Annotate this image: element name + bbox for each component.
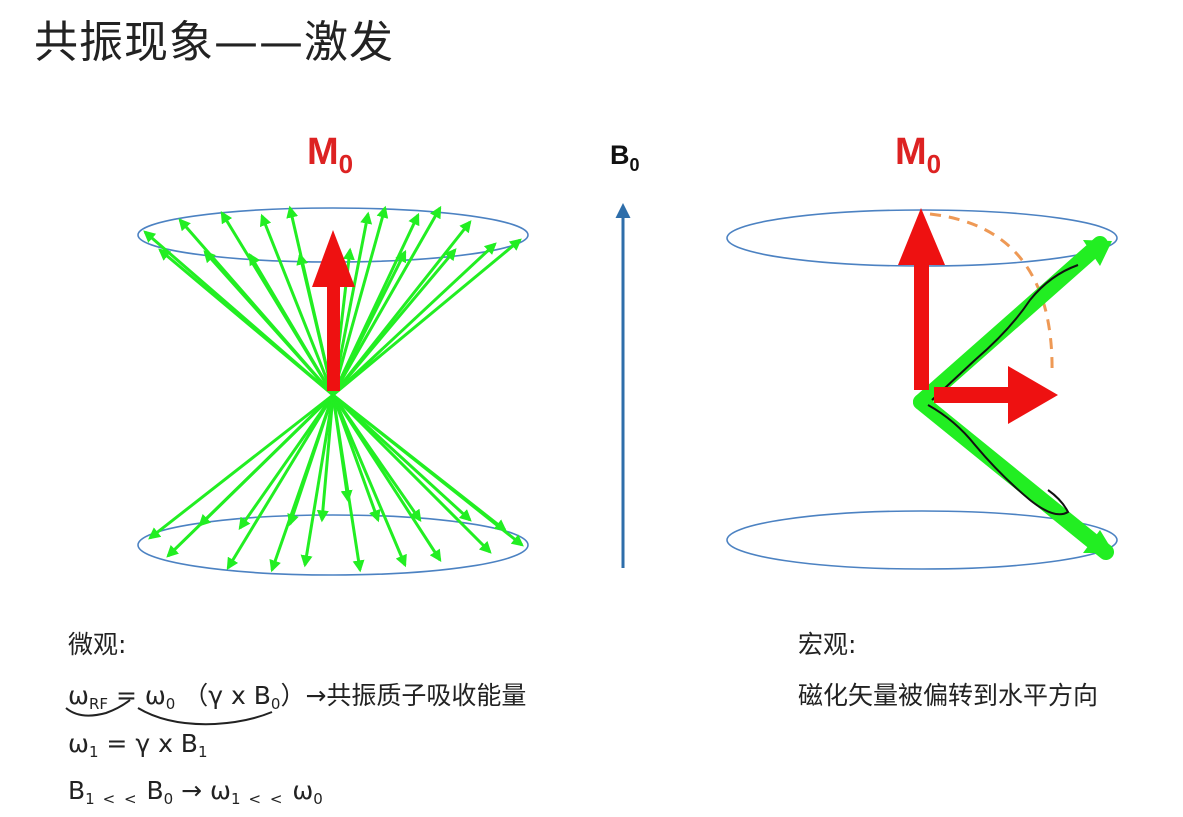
handwritten-annotation bbox=[927, 264, 1079, 516]
spin-vector bbox=[331, 212, 420, 396]
spin-vector bbox=[332, 238, 522, 397]
spin-vector bbox=[331, 394, 442, 563]
spin-vector bbox=[331, 394, 407, 568]
spin-vector bbox=[331, 205, 442, 396]
spin-vector bbox=[331, 205, 389, 396]
right-spin-bundle bbox=[913, 236, 1114, 560]
spin-vector bbox=[316, 394, 335, 523]
spin-vector bbox=[332, 393, 524, 547]
spin-vector bbox=[331, 394, 365, 573]
b0-label: B0 bbox=[610, 140, 640, 175]
macro-tipped-figure: M0 bbox=[726, 131, 1118, 570]
handwritten-underline bbox=[65, 699, 273, 726]
spin-vector bbox=[300, 394, 335, 568]
spin-vector bbox=[158, 248, 334, 397]
right-vertical-m0-arrow bbox=[898, 208, 945, 390]
spin-vector bbox=[331, 393, 492, 554]
spin-vector bbox=[148, 393, 334, 540]
spin-vector bbox=[248, 252, 335, 396]
micro-heading: 微观: bbox=[68, 630, 127, 659]
micro-equation-1: ωRF = ω0 （γ x B0）→共振质子吸收能量 bbox=[68, 681, 527, 713]
spin-vector bbox=[287, 394, 335, 527]
slide-title: 共振现象——激发 bbox=[34, 17, 394, 68]
micro-equation-3: B1 < < B0 → ω1 < < ω0 bbox=[68, 776, 323, 808]
right-horizontal-magnetization-arrow bbox=[934, 366, 1058, 424]
b0-axis: B0 bbox=[610, 140, 640, 568]
spin-vector bbox=[259, 213, 335, 396]
left-m0-label: M0 bbox=[307, 131, 353, 179]
macro-heading: 宏观: bbox=[798, 630, 857, 659]
spin-vector bbox=[238, 394, 335, 530]
micro-equation-2: ω1 = γ x B1 bbox=[68, 729, 208, 761]
right-m0-label: M0 bbox=[895, 131, 941, 179]
spin-vector bbox=[198, 393, 335, 527]
macro-description: 磁化矢量被偏转到水平方向 bbox=[798, 681, 1099, 710]
spin-vector bbox=[331, 220, 472, 396]
left-net-magnetization-arrow bbox=[312, 230, 355, 391]
right-bottom-ellipse bbox=[726, 510, 1118, 570]
spin-vector bbox=[331, 242, 497, 397]
tip-trajectory-arc bbox=[929, 212, 1054, 376]
left-bottom-ellipse bbox=[137, 514, 529, 576]
spin-vector bbox=[203, 250, 335, 397]
spin-vector bbox=[226, 394, 335, 571]
micro-precession-figure: M0 bbox=[137, 131, 529, 576]
